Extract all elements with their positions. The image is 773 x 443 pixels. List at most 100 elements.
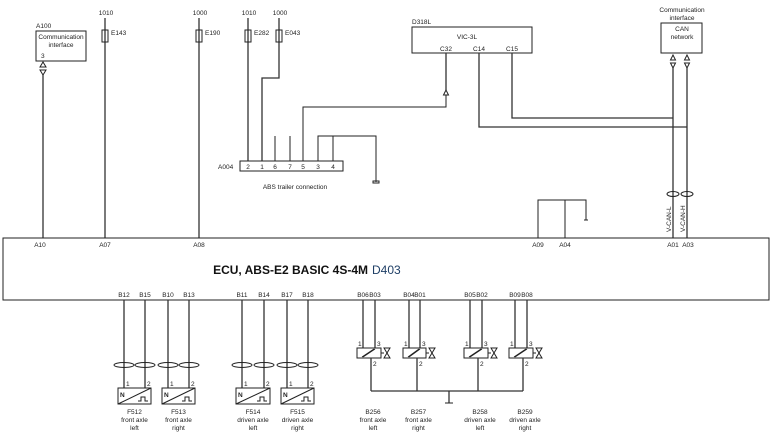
twisted-pair-icon xyxy=(253,362,275,368)
fuse-e043: 1000 E043 xyxy=(261,10,301,161)
twisted-pair-icon xyxy=(178,362,200,368)
valve-id: B256 xyxy=(365,409,381,416)
sensor-l2: left xyxy=(249,425,258,432)
a100-pin: 3 xyxy=(41,53,45,60)
sensor-l1: front axle xyxy=(121,417,148,424)
pin-label: B09 xyxy=(509,292,521,299)
pin-label: A10 xyxy=(34,242,46,249)
a100-label-2: interface xyxy=(49,42,74,49)
valve-icon xyxy=(533,347,543,359)
pulse-icon xyxy=(301,396,311,402)
pin-label: 2 xyxy=(147,381,151,388)
a100-communication-interface: A100 Communication interface 3 xyxy=(35,23,87,238)
pin-label: B17 xyxy=(281,292,293,299)
twisted-pair-icon xyxy=(297,362,319,368)
valve-id: B258 xyxy=(472,409,488,416)
valve-l2: right xyxy=(519,425,532,432)
valve-l1: driven axle xyxy=(464,417,496,424)
fuse-id: E143 xyxy=(111,30,127,37)
pin-label: B11 xyxy=(236,292,247,299)
ground-icon xyxy=(372,180,380,184)
pin-label: 3 xyxy=(484,341,488,348)
pin-label: C14 xyxy=(473,46,485,53)
fuse-e190: 1000 E190 xyxy=(193,10,221,238)
wire-label: V-CAN-L xyxy=(666,206,673,232)
sensor-icon xyxy=(235,387,271,405)
sensor-symbol: N xyxy=(120,392,125,399)
pin-label: 2 xyxy=(525,361,529,368)
pin-label: 2 xyxy=(373,361,377,368)
twisted-pair-icon xyxy=(231,362,253,368)
sensor-symbol: N xyxy=(164,392,169,399)
valve-l2: left xyxy=(476,425,485,432)
pin-label: A08 xyxy=(193,242,205,249)
can-header-2: interface xyxy=(670,15,695,22)
fuse-e282: 1010 E282 xyxy=(242,10,270,161)
sensor-l2: left xyxy=(130,425,139,432)
ecu-title: ECU, ABS-E2 BASIC 4S-4M xyxy=(213,263,368,277)
pin-label: A03 xyxy=(682,242,694,249)
valve-id: B257 xyxy=(411,409,427,416)
pin-label: 3 xyxy=(422,341,426,348)
pulse-icon xyxy=(257,396,267,402)
pin-label: B18 xyxy=(302,292,314,299)
a004-abs-trailer-connection: A004 2 1 6 7 5 3 4 ABS trailer connectio… xyxy=(218,95,447,191)
valve-icon xyxy=(426,347,436,359)
pin-label: B02 xyxy=(476,292,488,299)
sensor-icon xyxy=(161,387,196,405)
can-label-2: network xyxy=(671,34,695,41)
pin-label: 1 xyxy=(358,341,362,348)
pin-label: 3 xyxy=(377,341,381,348)
bidirectional-arrow-icon xyxy=(669,53,691,70)
supply-label: 1000 xyxy=(193,10,208,17)
can-header-1: Communication xyxy=(659,7,705,14)
pin-label: 2 xyxy=(266,381,270,388)
sensor-icon xyxy=(117,387,152,405)
pin-label: B12 xyxy=(118,292,130,299)
twisted-pair-icon xyxy=(680,191,694,197)
valve-l2: left xyxy=(369,425,378,432)
sensor-icon xyxy=(280,387,315,405)
pin-label: 1 xyxy=(510,341,514,348)
pin-label: 6 xyxy=(273,164,277,171)
fuse-id: E043 xyxy=(285,30,301,37)
twisted-pair-icon xyxy=(157,362,179,368)
pin-label: A07 xyxy=(99,242,111,249)
sensor-l2: right xyxy=(172,425,185,432)
pin-label: B08 xyxy=(521,292,533,299)
wire-label: V-CAN-H xyxy=(680,205,687,232)
pin-label: 1 xyxy=(126,381,130,388)
pin-label: B15 xyxy=(139,292,151,299)
valve-l1: front axle xyxy=(360,417,387,424)
sensor-l1: front axle xyxy=(165,417,192,424)
pin-label: 1 xyxy=(244,381,248,388)
sensor-id: F512 xyxy=(127,409,142,416)
pin-label: 2 xyxy=(310,381,314,388)
valve-icon xyxy=(488,347,498,359)
valve-icon xyxy=(381,347,391,359)
pin-label: 2 xyxy=(419,361,423,368)
valve-id: B259 xyxy=(517,409,533,416)
sensor-l1: driven axle xyxy=(282,417,314,424)
twisted-pair-icon xyxy=(276,362,298,368)
sensor-l1: driven axle xyxy=(237,417,269,424)
pin-label: 1 xyxy=(289,381,293,388)
supply-label: 1000 xyxy=(273,10,288,17)
sensor-id: F514 xyxy=(246,409,261,416)
sensor-symbol: N xyxy=(238,392,243,399)
vic-id: D318L xyxy=(412,19,432,26)
fuse-e143: 1010 E143 xyxy=(99,10,127,238)
twisted-pair-icon xyxy=(666,191,680,197)
supply-label: 1010 xyxy=(99,10,114,17)
pin-label: B10 xyxy=(162,292,174,299)
pulse-icon xyxy=(182,396,192,402)
valve-l1: driven axle xyxy=(509,417,541,424)
pin-label: A01 xyxy=(667,242,679,249)
pin-label: 2 xyxy=(191,381,195,388)
twisted-pair-icon xyxy=(134,362,156,368)
